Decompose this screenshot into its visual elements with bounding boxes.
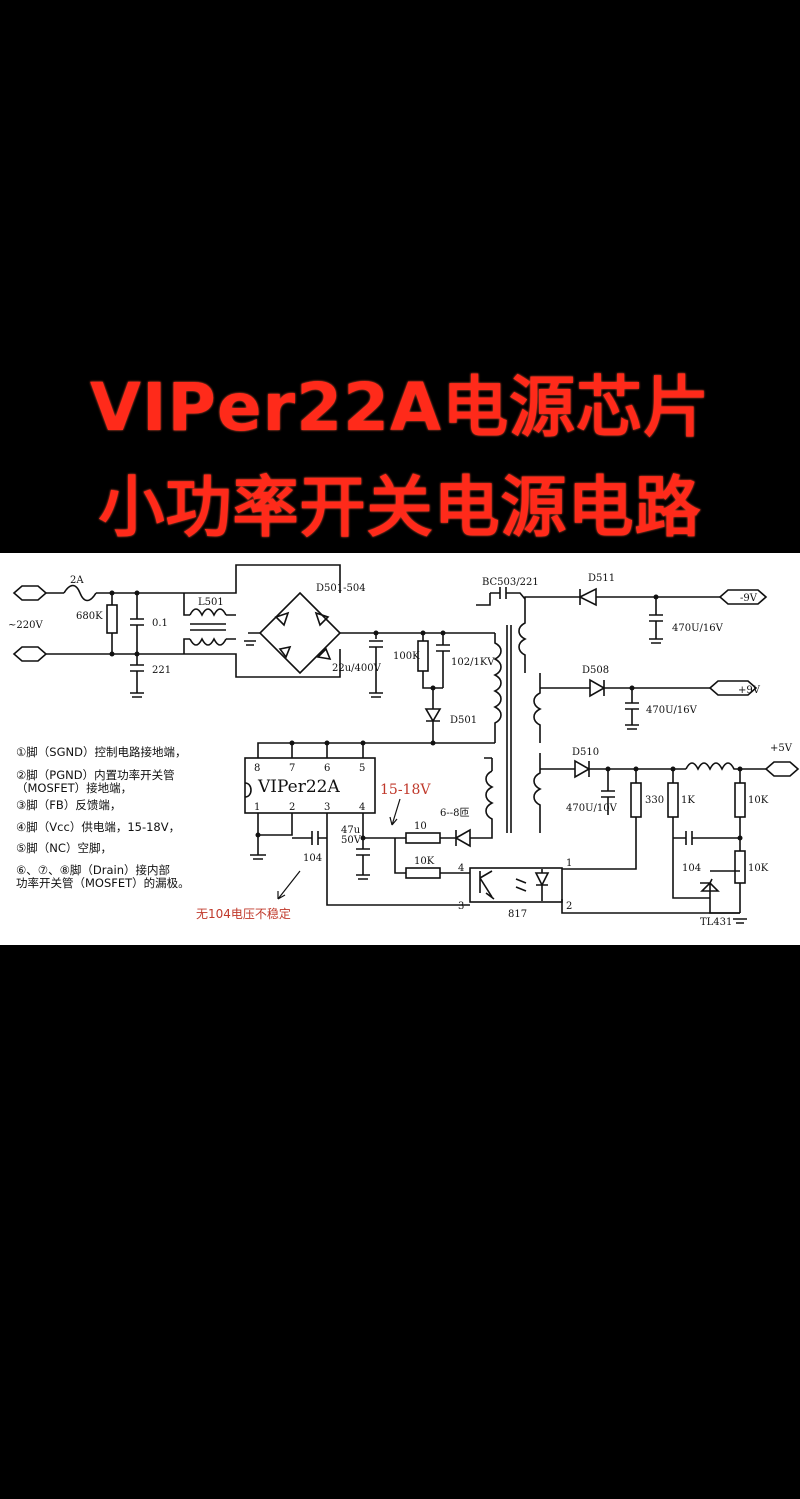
- vcc-arrow: [389, 798, 401, 826]
- label-r-330: 330: [645, 795, 664, 806]
- output-neg9v: [524, 587, 768, 644]
- primary-snubber: [369, 630, 495, 743]
- label-cap-470-b: 470U/16V: [646, 705, 698, 716]
- output-pos5v: [540, 759, 800, 924]
- label-r-100k: 100K: [393, 651, 420, 662]
- label-cap-104-b: 104: [682, 863, 701, 874]
- label-d511: D511: [588, 573, 615, 584]
- label-cap-50v: 50V: [341, 835, 362, 846]
- label-d501: D501: [450, 715, 477, 726]
- label-turns: 6--8匝: [440, 807, 469, 819]
- legend-line-2: ②脚（PGND）内置功率开关管: [16, 768, 175, 782]
- legend-line-6: ⑤脚（NC）空脚，: [16, 841, 112, 855]
- ic-pin-2: 2: [289, 802, 295, 813]
- label-r-1k: 1K: [681, 795, 695, 806]
- transformer: [476, 587, 542, 833]
- output-pos9v: [540, 678, 758, 730]
- ic-pin-6: 6: [324, 763, 330, 774]
- ac-input: [12, 564, 341, 698]
- ic-name-label: VIPer22A: [257, 777, 340, 797]
- label-opto: 817: [508, 909, 527, 920]
- ic-pin-4: 4: [359, 802, 365, 813]
- bridge-rectifier: [244, 591, 377, 675]
- label-cap-01: 0.1: [152, 618, 168, 629]
- label-opto-pin3: 3: [458, 901, 464, 912]
- legend-line-7: ⑥、⑦、⑧脚（Drain）接内部: [16, 863, 170, 877]
- legend-line-1: ①脚（SGND）控制电路接地端，: [16, 745, 186, 759]
- label-r-10k-c: 10K: [414, 856, 435, 867]
- label-out-neg9: -9V: [740, 593, 758, 604]
- label-opto-pin2: 2: [566, 901, 572, 912]
- label-transformer-cap: BC503/221: [482, 577, 539, 588]
- label-cap-47u: 47u: [341, 825, 361, 836]
- label-note-104: 无104电压不稳定: [196, 906, 291, 921]
- label-out-pos9: +9V: [738, 685, 761, 696]
- optocoupler-817: [469, 867, 740, 914]
- label-r-10k-b: 10K: [748, 863, 769, 874]
- label-vcc-range: 15-18V: [380, 782, 431, 798]
- ic-viper22a: [244, 740, 495, 906]
- label-cap-470-a: 470U/16V: [672, 623, 724, 634]
- circuit-schematic: ~220V 2A 680K 0.1 221 L501 D501-504 22u/…: [0, 553, 800, 945]
- label-out-pos5: +5V: [770, 743, 793, 754]
- label-d510: D510: [572, 747, 599, 758]
- label-cap-470-c: 470U/10V: [566, 803, 618, 814]
- label-cap-104: 104: [303, 853, 322, 864]
- label-cap-221: 221: [152, 665, 171, 676]
- label-opto-pin4: 4: [458, 863, 464, 874]
- label-cap-bulk: 22u/400V: [332, 663, 382, 674]
- pin-legend: ①脚（SGND）控制电路接地端， ②脚（PGND）内置功率开关管 （MOSFET…: [16, 745, 190, 890]
- label-r-10k-a: 10K: [748, 795, 769, 806]
- label-opto-pin1: 1: [566, 858, 572, 869]
- label-fuse: 2A: [70, 575, 84, 586]
- label-inductor: L501: [198, 597, 224, 608]
- legend-line-8: 功率开关管（MOSFET）的漏极。: [16, 876, 190, 890]
- title-line-1: VIPer22A电源芯片: [89, 369, 711, 446]
- ic-pin-3: 3: [324, 802, 330, 813]
- inductor-l501: [183, 593, 236, 654]
- label-r-10: 10: [414, 821, 427, 832]
- legend-line-4: ③脚（FB）反馈端，: [16, 798, 121, 812]
- label-bridge: D501-504: [316, 583, 366, 594]
- ic-pin-7: 7: [289, 763, 295, 774]
- label-cap-102: 102/1KV: [451, 657, 495, 668]
- title-line-2: 小功率开关电源电路: [98, 469, 702, 546]
- label-r-680k: 680K: [76, 611, 103, 622]
- ic-pin-1: 1: [254, 802, 260, 813]
- ic-pin-5: 5: [359, 763, 365, 774]
- note-arrow: [277, 870, 301, 900]
- ic-pin-8: 8: [254, 763, 260, 774]
- label-tl431: TL431: [700, 917, 732, 928]
- label-d508: D508: [582, 665, 609, 676]
- legend-line-3: （MOSFET）接地端，: [16, 781, 132, 795]
- legend-line-5: ④脚（Vcc）供电端，15-18V，: [16, 820, 180, 834]
- label-input-voltage: ~220V: [8, 620, 43, 631]
